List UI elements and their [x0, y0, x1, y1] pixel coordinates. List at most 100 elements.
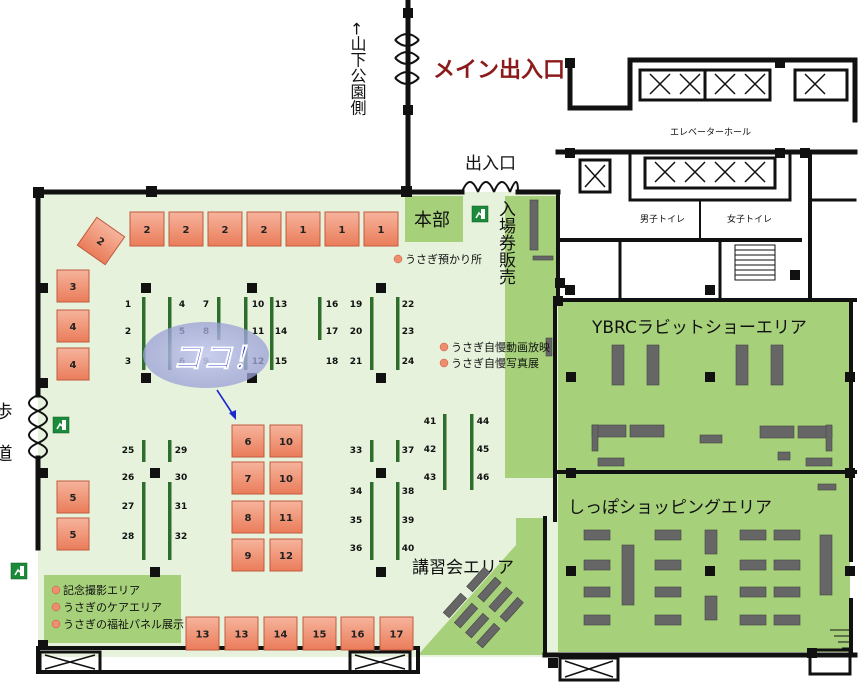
- table-number: 18: [326, 357, 339, 367]
- headquarters-floor: [405, 196, 463, 242]
- booth: 4: [56, 347, 90, 381]
- booth: 12: [269, 538, 303, 572]
- table-number: 7: [203, 300, 209, 310]
- ticket-counter: [529, 199, 539, 251]
- entrance-label: 出入口: [465, 154, 516, 174]
- show-table: [805, 457, 833, 467]
- show-table: [735, 344, 749, 386]
- table-number: 16: [326, 300, 339, 310]
- booth: 14: [263, 616, 298, 651]
- table-divider: [142, 297, 146, 370]
- booth-number: 13: [196, 630, 210, 641]
- booth: 1: [324, 211, 360, 247]
- table-divider: [318, 297, 322, 340]
- booth-number: 5: [70, 493, 77, 504]
- heart-icon: [439, 358, 449, 368]
- shop-table: [773, 559, 801, 571]
- table-divider: [217, 297, 221, 340]
- womens-toilet-label: 女子トイレ: [727, 213, 772, 225]
- booth: 16: [340, 616, 375, 651]
- booth-box: [168, 211, 204, 247]
- booth-number: 14: [274, 630, 288, 641]
- mens-toilet-label: 男子トイレ: [640, 214, 685, 225]
- booth-box: [269, 424, 303, 458]
- booth: 2: [246, 211, 282, 247]
- heart-icon: [439, 342, 449, 352]
- booth-number: 2: [144, 225, 151, 236]
- table-number: 45: [477, 445, 490, 455]
- lecture-seating: [442, 566, 524, 649]
- booth-box: [56, 480, 90, 514]
- booth: 10: [269, 461, 303, 495]
- table-number: 3: [125, 357, 131, 367]
- table-number: 10: [252, 300, 265, 310]
- lecture-table: [442, 592, 467, 619]
- table-number: 1: [125, 300, 131, 310]
- shop-table: [739, 614, 767, 626]
- table-number: 4: [179, 300, 185, 310]
- lecture-table: [453, 602, 479, 629]
- booth-number: 11: [279, 513, 293, 524]
- table-divider: [168, 440, 172, 462]
- table-number: 33: [350, 446, 363, 456]
- booth: 1: [363, 211, 399, 247]
- table-number: 35: [350, 516, 363, 526]
- show-table: [611, 344, 625, 386]
- booth-number: 7: [245, 474, 252, 485]
- booth-number: 2: [183, 225, 190, 236]
- table-number: 13: [275, 300, 288, 310]
- booth-box: [129, 211, 165, 247]
- show-table: [699, 434, 723, 444]
- sidewalk-label: 歩道: [0, 402, 13, 486]
- shop-table: [621, 544, 635, 606]
- table-divider: [370, 482, 374, 560]
- booth-box: [263, 616, 298, 651]
- table-number: 2: [125, 327, 131, 337]
- booth-number: 4: [70, 322, 77, 333]
- booth-number: 10: [279, 437, 293, 448]
- poi-layer: うさぎ預かり所うさぎ自慢動画放映うさぎ自慢写真展記念撮影エリアうさぎのケアエリア…: [51, 252, 550, 631]
- shop-table: [583, 614, 611, 626]
- table-number: 15: [275, 357, 288, 367]
- table-divider: [396, 440, 400, 462]
- show-table: [770, 344, 784, 386]
- emergency-exit-icon: 非常口: [471, 205, 489, 223]
- info-panel: [44, 575, 181, 643]
- poi-text: うさぎ自慢写真展: [451, 356, 539, 370]
- booth-number: 1: [300, 225, 307, 236]
- booth: 5: [56, 480, 90, 514]
- booth-box: [76, 216, 126, 266]
- table-number: 24: [402, 357, 415, 367]
- lecture-table: [477, 576, 502, 603]
- table-divider: [168, 482, 172, 560]
- booth-number: 1: [378, 225, 385, 236]
- booth: 17: [379, 616, 414, 651]
- show-table: [777, 451, 791, 461]
- shop-table: [654, 529, 682, 541]
- lecture-table: [476, 622, 501, 649]
- table-divider: [443, 414, 447, 490]
- table-number: 20: [350, 327, 363, 337]
- booth-box: [324, 211, 360, 247]
- booth-box: [269, 500, 303, 534]
- table-number: 38: [402, 487, 415, 497]
- poi-label: うさぎ自慢動画放映: [439, 340, 550, 354]
- heart-icon: [51, 585, 61, 595]
- booth: 2: [76, 216, 126, 266]
- table-number: 46: [477, 473, 490, 483]
- elevator-crosses: [44, 73, 826, 678]
- booth-number: 2: [261, 225, 268, 236]
- heart-icon: [51, 602, 61, 612]
- here-label: ココ！: [172, 341, 262, 376]
- here-arrow: [216, 389, 235, 417]
- booth-box: [231, 538, 265, 572]
- table-number: 25: [122, 446, 135, 456]
- emergency-exit-icon: 非常口: [10, 562, 28, 580]
- booth: 13: [224, 616, 259, 651]
- table-number: 40: [402, 544, 415, 554]
- booth-number: 2: [222, 225, 229, 236]
- shop-table: [654, 559, 682, 571]
- booth-number: 5: [70, 530, 77, 541]
- poi-label: うさぎ預かり所: [393, 252, 482, 266]
